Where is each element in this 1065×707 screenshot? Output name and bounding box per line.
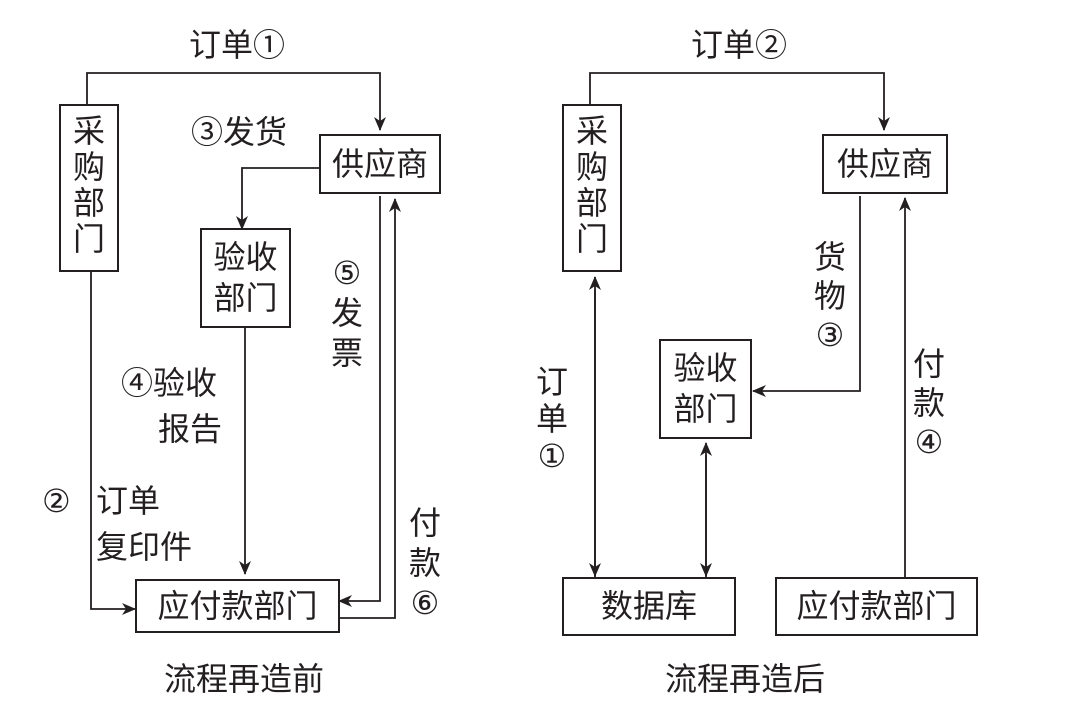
order-copy-2-mark: ②	[42, 482, 71, 520]
order-1-label: 订单①	[189, 26, 285, 64]
purchasing-dept-char: 采	[73, 112, 105, 150]
payment-4-label: 款	[913, 384, 945, 422]
invoice-5-label: 发	[331, 294, 363, 332]
receiving-dept-label: 部门	[673, 390, 737, 428]
goods-3-label: 物	[814, 277, 846, 315]
purchasing-dept-char: 购	[576, 148, 608, 186]
purchasing-dept-box-after: 采 购 部 门	[562, 104, 622, 272]
supplier-box-after: 供应商	[822, 134, 948, 194]
database-box: 数据库	[562, 577, 736, 636]
payables-dept-label: 应付款部门	[796, 587, 956, 625]
before-panel: 采 购 部 门 供应商 验收 部门 应付款部门 订单① ③发货 ④验收 报告 ②…	[42, 26, 441, 698]
payment-4-label: ④	[915, 423, 944, 461]
receiving-dept-label: 验收	[673, 349, 737, 387]
order-1-right-label: 订	[536, 363, 568, 401]
receiving-dept-box: 验收 部门	[200, 228, 291, 328]
order-copy-2-label: 订单	[96, 482, 160, 520]
before-caption: 流程再造前	[164, 660, 324, 698]
purchasing-dept-char: 部	[576, 184, 608, 222]
payment-6-label: ⑥	[411, 584, 440, 622]
ship-3-arrow	[236, 167, 320, 230]
payables-dept-box: 应付款部门	[135, 579, 340, 633]
order-copy-2-arrow	[90, 271, 136, 615]
invoice-5-label: 票	[331, 334, 363, 372]
payment-6-label: 付	[409, 504, 441, 542]
purchasing-dept-char: 门	[73, 220, 105, 258]
order-2-label: 订单②	[691, 26, 787, 64]
supplier-label: 供应商	[837, 145, 933, 183]
purchasing-dept-char: 门	[576, 220, 608, 258]
after-panel: 采 购 部 门 供应商 验收 部门 数据库 应付款部门 订单② 货 物 ③ 订 …	[536, 26, 978, 698]
receiving-dept-label: 部门	[213, 279, 277, 317]
purchasing-dept-char: 部	[73, 184, 105, 222]
goods-3-label: ③	[816, 316, 845, 354]
receiving-dept-label: 验收	[213, 238, 277, 276]
purchasing-dept-char: 采	[576, 112, 608, 150]
supplier-label: 供应商	[332, 145, 428, 183]
receipt-report-4-label: 报告	[158, 410, 222, 448]
order-copy-2-label: 复印件	[96, 528, 192, 566]
goods-3-label: 货	[814, 238, 846, 276]
purchasing-dept-box: 采 购 部 门	[59, 104, 119, 272]
ship-3-label: ③发货	[191, 113, 287, 151]
order-1-arrow	[86, 72, 386, 131]
after-caption: 流程再造后	[665, 660, 825, 698]
goods-3-arrow	[752, 196, 861, 397]
payment-6-label: 款	[409, 544, 441, 582]
invoice-5-arrow	[338, 196, 381, 607]
order-1-right-label: ①	[538, 437, 567, 475]
database-label: 数据库	[601, 587, 697, 625]
receiving-dept-box-after: 验收 部门	[659, 339, 752, 439]
purchasing-dept-char: 购	[73, 148, 105, 186]
receipt-report-4-label: ④验收	[121, 364, 217, 402]
order-2-arrow	[589, 72, 890, 131]
order-1-right-label: 单	[536, 400, 568, 438]
supplier-box: 供应商	[319, 134, 441, 194]
payment-4-label: 付	[913, 345, 945, 383]
payables-dept-label: 应付款部门	[157, 587, 317, 625]
payment-6-arrow	[338, 198, 401, 619]
invoice-5-label: ⑤	[333, 254, 362, 292]
payables-dept-box-after: 应付款部门	[775, 577, 978, 636]
